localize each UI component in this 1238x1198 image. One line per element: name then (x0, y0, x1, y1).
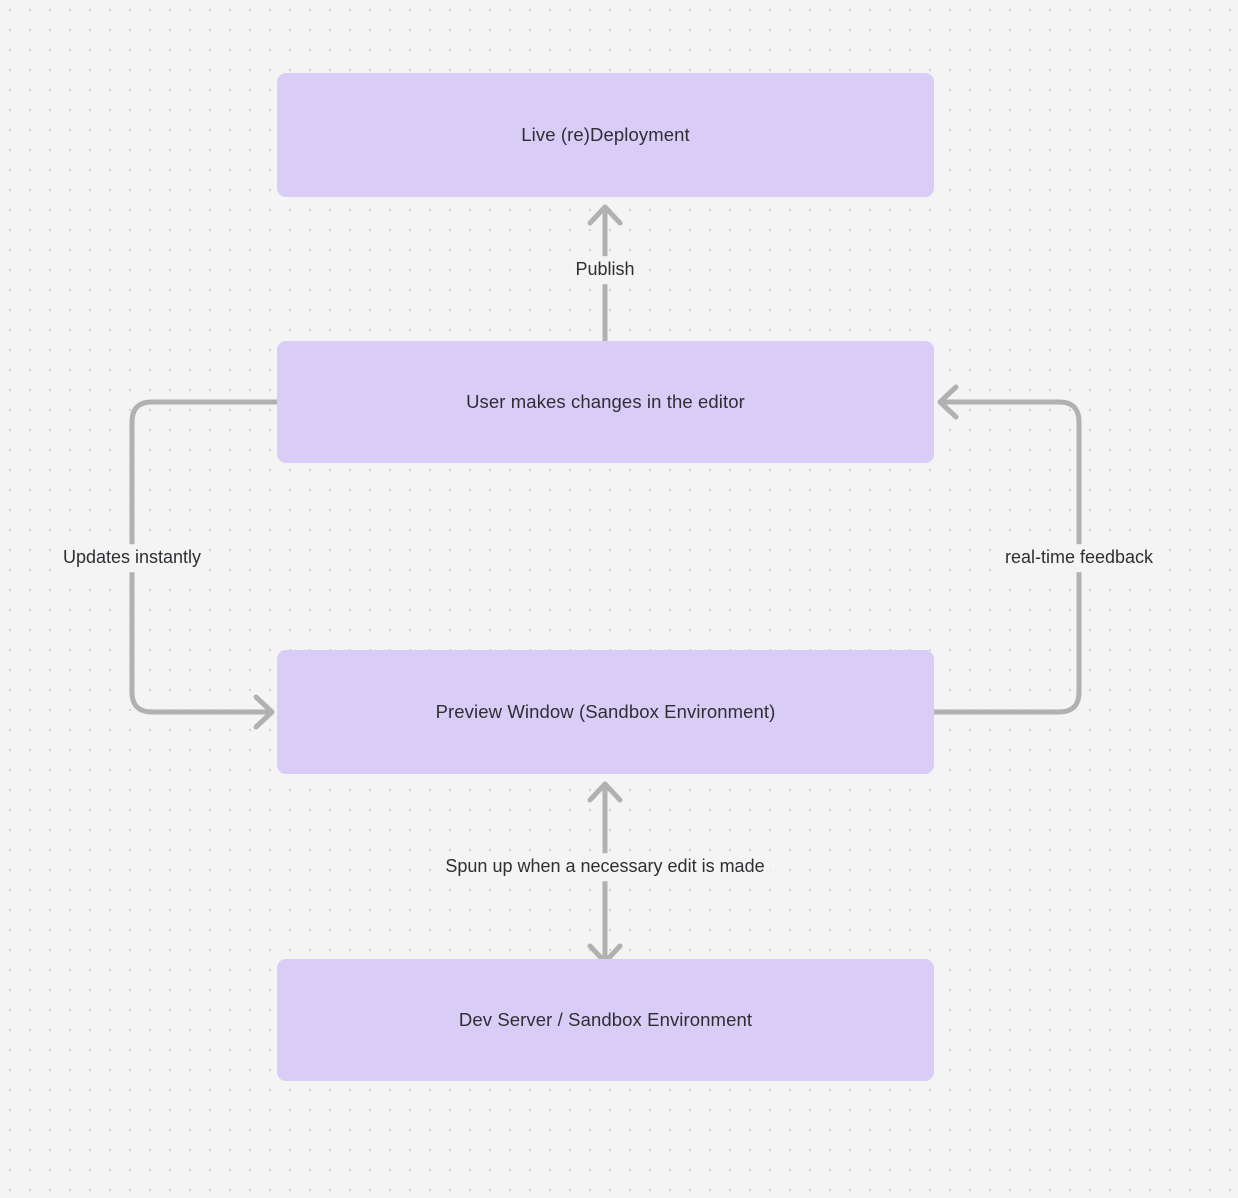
node-dev-server[interactable]: Dev Server / Sandbox Environment (277, 959, 934, 1081)
node-preview-window[interactable]: Preview Window (Sandbox Environment) (277, 650, 934, 774)
edge-label-publish: Publish (569, 256, 641, 284)
edge-label-updates-instantly: Updates instantly (56, 544, 208, 572)
node-preview-window-label: Preview Window (Sandbox Environment) (435, 701, 776, 723)
edge-label-realtime-feedback: real-time feedback (998, 544, 1160, 572)
node-live-redeployment[interactable]: Live (re)Deployment (277, 73, 934, 197)
node-user-makes-changes[interactable]: User makes changes in the editor (277, 341, 934, 463)
node-live-redeployment-label: Live (re)Deployment (521, 124, 690, 146)
node-dev-server-label: Dev Server / Sandbox Environment (458, 1009, 753, 1031)
node-user-makes-changes-label: User makes changes in the editor (466, 391, 745, 413)
edge-label-spun-up: Spun up when a necessary edit is made (439, 853, 771, 881)
